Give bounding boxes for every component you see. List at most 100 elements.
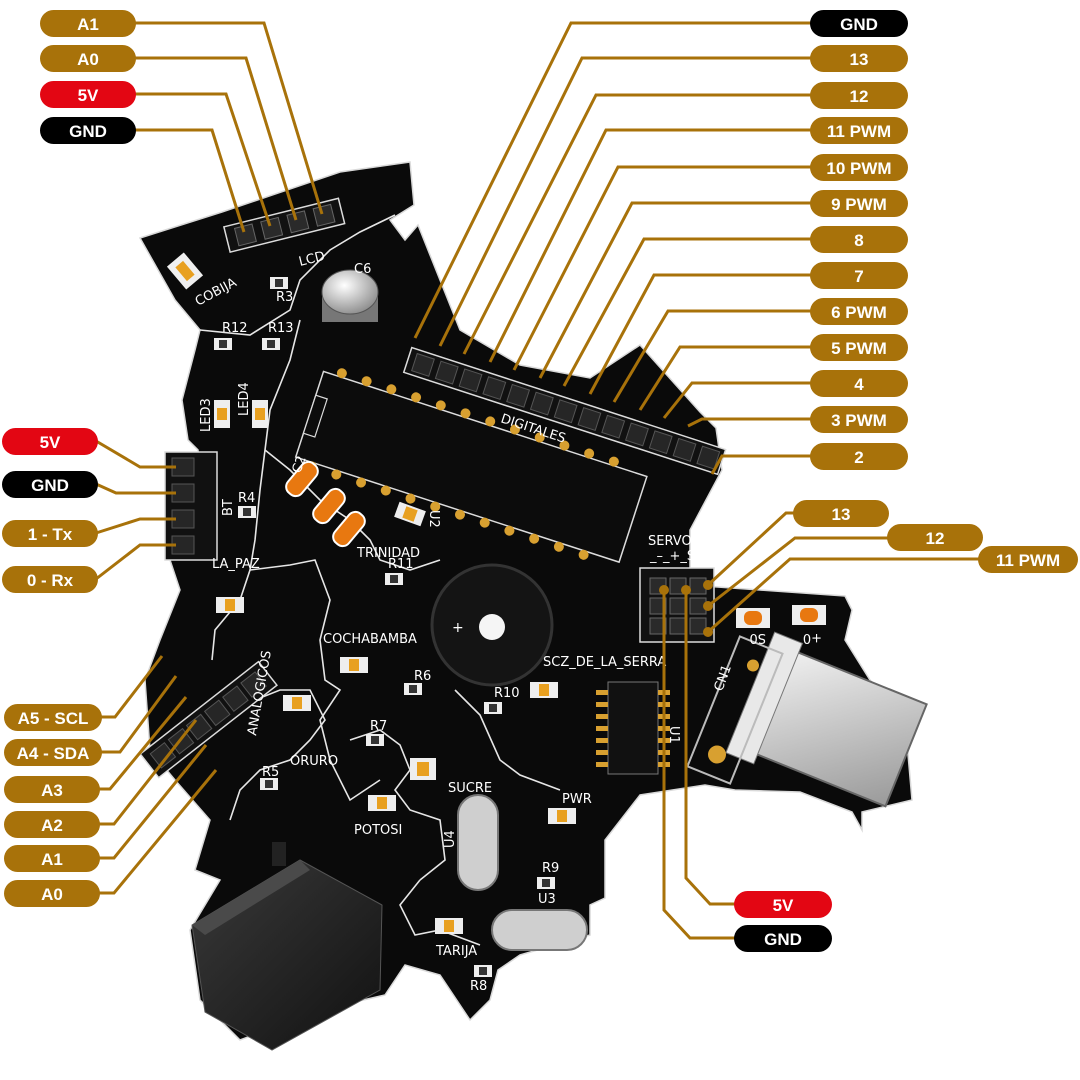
wire-digital-6 bbox=[612, 309, 815, 403]
silk-bt: BT bbox=[221, 499, 236, 516]
wire-left-rx bbox=[95, 543, 176, 581]
digital-pin-5: 5 PWM bbox=[810, 334, 908, 361]
silk-c6: C6 bbox=[354, 262, 371, 277]
silk-oruro: ORURO bbox=[290, 754, 338, 769]
digital-pin-7: 7 bbox=[810, 262, 908, 289]
svg-text:A3: A3 bbox=[41, 781, 63, 800]
svg-text:13: 13 bbox=[832, 505, 851, 524]
wire-digital-2 bbox=[710, 454, 815, 475]
wire-bottom-5v bbox=[684, 590, 740, 906]
lcd-pin-gnd: GND bbox=[40, 117, 136, 144]
digital-pin-12: 12 bbox=[810, 82, 908, 109]
servo-pin-13: 13 bbox=[793, 500, 889, 527]
silk-r3: R3 bbox=[276, 290, 293, 305]
svg-text:4: 4 bbox=[854, 375, 864, 394]
svg-text:12: 12 bbox=[850, 87, 869, 106]
microcontroller-chip bbox=[294, 368, 648, 564]
silk-tarija: TARIJA bbox=[435, 944, 477, 959]
svg-text:9 PWM: 9 PWM bbox=[831, 195, 887, 214]
wire-servo-13 bbox=[706, 511, 800, 587]
crystal-u4 bbox=[457, 794, 499, 891]
usb-frame bbox=[686, 635, 784, 785]
lcd-pin-a0: A0 bbox=[40, 45, 136, 72]
svg-text:A1: A1 bbox=[77, 15, 99, 34]
wire-digital-5 bbox=[638, 345, 815, 411]
wire-left-5v bbox=[95, 439, 176, 469]
wire-analog-a4 bbox=[100, 675, 178, 754]
silk-r7: R7 bbox=[370, 719, 387, 734]
svg-text:11 PWM: 11 PWM bbox=[827, 122, 891, 141]
analog-pin-a3: A3 bbox=[4, 776, 100, 803]
svg-text:0 - Rx: 0 - Rx bbox=[27, 571, 74, 590]
pin-labels: A1 A0 5V GND 5V GND 1 - Tx 0 - Rx bbox=[2, 10, 1078, 952]
buzzer: + bbox=[430, 563, 554, 687]
servo-header bbox=[639, 567, 715, 643]
svg-text:+: + bbox=[452, 620, 464, 636]
bottom-pin-5v: 5V bbox=[734, 891, 832, 918]
silk-scz: SCZ_DE_LA_SERRA bbox=[543, 655, 666, 670]
svg-text:A1: A1 bbox=[41, 850, 63, 869]
analog-pin-a4: A4 - SDA bbox=[4, 739, 102, 766]
lcd-header bbox=[222, 197, 346, 254]
silk-lcd: LCD bbox=[297, 249, 326, 270]
svg-text:12: 12 bbox=[926, 529, 945, 548]
wire-digital-gnd bbox=[413, 21, 815, 339]
svg-text:3 PWM: 3 PWM bbox=[831, 411, 887, 430]
svg-text:GND: GND bbox=[69, 122, 107, 141]
digital-pin-13: 13 bbox=[810, 45, 908, 72]
svg-text:A2: A2 bbox=[41, 816, 63, 835]
wire-lcd-a0 bbox=[135, 56, 298, 221]
wire-digital-13 bbox=[438, 56, 815, 347]
svg-text:11 PWM: 11 PWM bbox=[996, 551, 1060, 570]
svg-text:5V: 5V bbox=[773, 896, 794, 915]
digital-pin-9: 9 PWM bbox=[810, 190, 908, 217]
svg-text:2: 2 bbox=[854, 448, 863, 467]
wire-digital-4 bbox=[662, 381, 815, 419]
svg-text:A5 - SCL: A5 - SCL bbox=[18, 709, 89, 728]
left-pin-5v: 5V bbox=[2, 428, 98, 455]
silk-potosi: POTOSI bbox=[354, 823, 402, 838]
silk-r6: R6 bbox=[414, 669, 431, 684]
silk-led4: LED4 bbox=[237, 382, 252, 416]
silk-r13: R13 bbox=[268, 321, 294, 336]
silk-u1: U1 bbox=[666, 726, 681, 744]
wire-digital-12 bbox=[462, 93, 815, 355]
silk-r9: R9 bbox=[542, 861, 559, 876]
svg-text:A4 - SDA: A4 - SDA bbox=[17, 744, 90, 763]
wire-digital-9 bbox=[538, 201, 815, 379]
silk-u4: U4 bbox=[443, 830, 458, 848]
left-pin-tx: 1 - Tx bbox=[2, 520, 98, 547]
silk-r5: R5 bbox=[262, 765, 279, 780]
power-jack bbox=[191, 842, 383, 1051]
left-pin-rx: 0 - Rx bbox=[2, 566, 98, 593]
svg-text:5V: 5V bbox=[78, 86, 99, 105]
digital-pin-4: 4 bbox=[810, 370, 908, 397]
analog-pin-a5: A5 - SCL bbox=[4, 704, 102, 731]
wire-digital-3 bbox=[687, 417, 815, 428]
wire-digital-7 bbox=[588, 273, 815, 395]
svg-text:1 - Tx: 1 - Tx bbox=[28, 525, 73, 544]
digital-pin-10: 10 PWM bbox=[810, 154, 908, 181]
wire-endpoints bbox=[659, 580, 713, 637]
silk-sucre: SUCRE bbox=[448, 781, 492, 796]
analog-pin-a2: A2 bbox=[4, 811, 100, 838]
svg-text:GND: GND bbox=[31, 476, 69, 495]
svg-text:8: 8 bbox=[854, 231, 863, 250]
silk-r4: R4 bbox=[238, 491, 255, 506]
silk-s1: +0 bbox=[803, 630, 822, 645]
wire-lcd-a1 bbox=[135, 21, 324, 215]
lcd-pin-a1: A1 bbox=[40, 10, 136, 37]
svg-text:A0: A0 bbox=[77, 50, 99, 69]
smd-parts bbox=[166, 252, 826, 977]
svg-text:A0: A0 bbox=[41, 885, 63, 904]
silk-pwr: PWR bbox=[562, 792, 592, 807]
svg-text:GND: GND bbox=[764, 930, 802, 949]
wire-servo-11 bbox=[707, 557, 985, 634]
bottom-pin-gnd: GND bbox=[734, 925, 832, 952]
svg-text:10 PWM: 10 PWM bbox=[826, 159, 891, 178]
crystal-u3 bbox=[491, 909, 588, 951]
wire-lcd-5v bbox=[135, 92, 272, 227]
svg-text:GND: GND bbox=[840, 15, 878, 34]
analog-header bbox=[139, 660, 278, 779]
